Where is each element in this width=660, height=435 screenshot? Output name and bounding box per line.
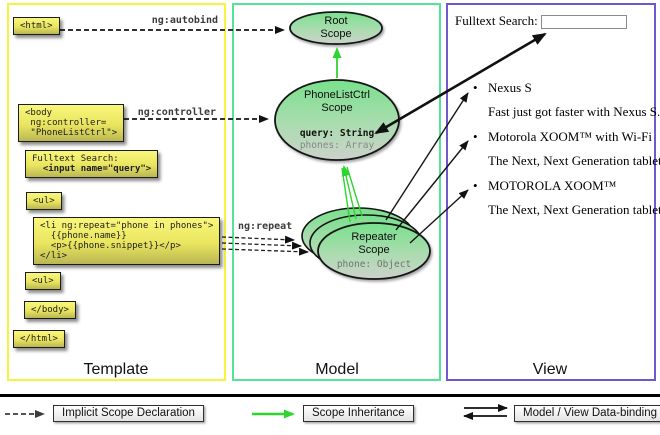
legend-databinding-label: Model / View Data-binding xyxy=(514,405,660,422)
code-input-tag: <input name="query"> xyxy=(32,164,152,174)
repeat-arrow-1 xyxy=(221,235,295,244)
view-item-name: Motorola XOOM™ with Wi-Fi xyxy=(488,129,653,144)
view-item-name: Nexus S xyxy=(488,80,532,95)
phonelistctrl-scope-title: PhoneListCtrl Scope xyxy=(303,89,371,114)
repeater-prop-phone: phone: Object xyxy=(336,259,412,270)
bullet-icon: • xyxy=(473,129,478,144)
model-column-frame xyxy=(232,3,441,381)
code-body-open: <body ng:controller= "PhoneListCtrl"> xyxy=(18,104,125,142)
repeater-scope-ellipse-front xyxy=(317,222,431,280)
root-scope-title: Root Scope xyxy=(320,15,352,40)
repeater-item3-binding-arrow xyxy=(409,189,469,244)
bullet-icon: • xyxy=(473,80,478,95)
code-ul-close: <ul> xyxy=(25,272,61,290)
query-input-binding-arrow xyxy=(374,32,547,135)
code-ul-open: <ul> xyxy=(26,192,62,210)
inheritance-line-3 xyxy=(346,166,363,217)
view-column-title: View xyxy=(532,361,568,378)
legend-inheritance-label: Scope Inheritance xyxy=(303,405,414,422)
legend-implicit-label: Implicit Scope Declaration xyxy=(53,405,204,422)
label-ng-repeat: ng:repeat xyxy=(238,221,293,232)
repeater-scope-title: Repeater Scope xyxy=(351,231,397,256)
phonelistctrl-prop-query: query: String xyxy=(299,128,375,139)
phonelistctrl-prop-phones: phones: Array xyxy=(299,140,375,151)
view-item-desc: The Next, Next Generation tablet. xyxy=(488,202,660,217)
code-fulltext-label: Fulltext Search: xyxy=(32,154,119,164)
code-html-close: </html> xyxy=(13,330,65,348)
view-item-name: MOTOROLA XOOM™ xyxy=(488,178,617,193)
view-search-label: Fulltext Search: xyxy=(455,13,538,28)
code-body-close: </body> xyxy=(24,301,76,319)
view-column-frame xyxy=(446,3,656,381)
view-item-desc: Fast just got faster with Nexus S. xyxy=(488,104,660,119)
bullet-icon: • xyxy=(473,178,478,193)
template-column-frame xyxy=(7,3,226,381)
view-item-desc: The Next, Next Generation tablet. xyxy=(488,153,660,168)
code-fulltext-search: Fulltext Search: <input name="query"> xyxy=(25,150,159,178)
label-ng-autobind: ng:autobind xyxy=(151,15,218,26)
template-column-title: Template xyxy=(83,361,149,378)
root-scope-ellipse xyxy=(289,11,383,45)
inheritance-arrow-repeater xyxy=(341,165,357,220)
inheritance-line-1 xyxy=(341,167,351,223)
legend-separator-line xyxy=(0,394,660,397)
code-html-open: <html> xyxy=(13,17,60,35)
label-ng-controller: ng:controller xyxy=(137,107,216,118)
repeater-item2-binding-arrow xyxy=(395,140,469,231)
fulltext-search-input[interactable] xyxy=(541,15,627,29)
repeat-arrow-3 xyxy=(221,247,309,256)
repeat-arrow-2 xyxy=(221,241,302,250)
code-li-repeat: <li ng:repeat="phone in phones"> {{phone… xyxy=(33,217,221,265)
model-column-title: Model xyxy=(315,361,359,378)
repeater-item1-binding-arrow xyxy=(385,92,469,221)
